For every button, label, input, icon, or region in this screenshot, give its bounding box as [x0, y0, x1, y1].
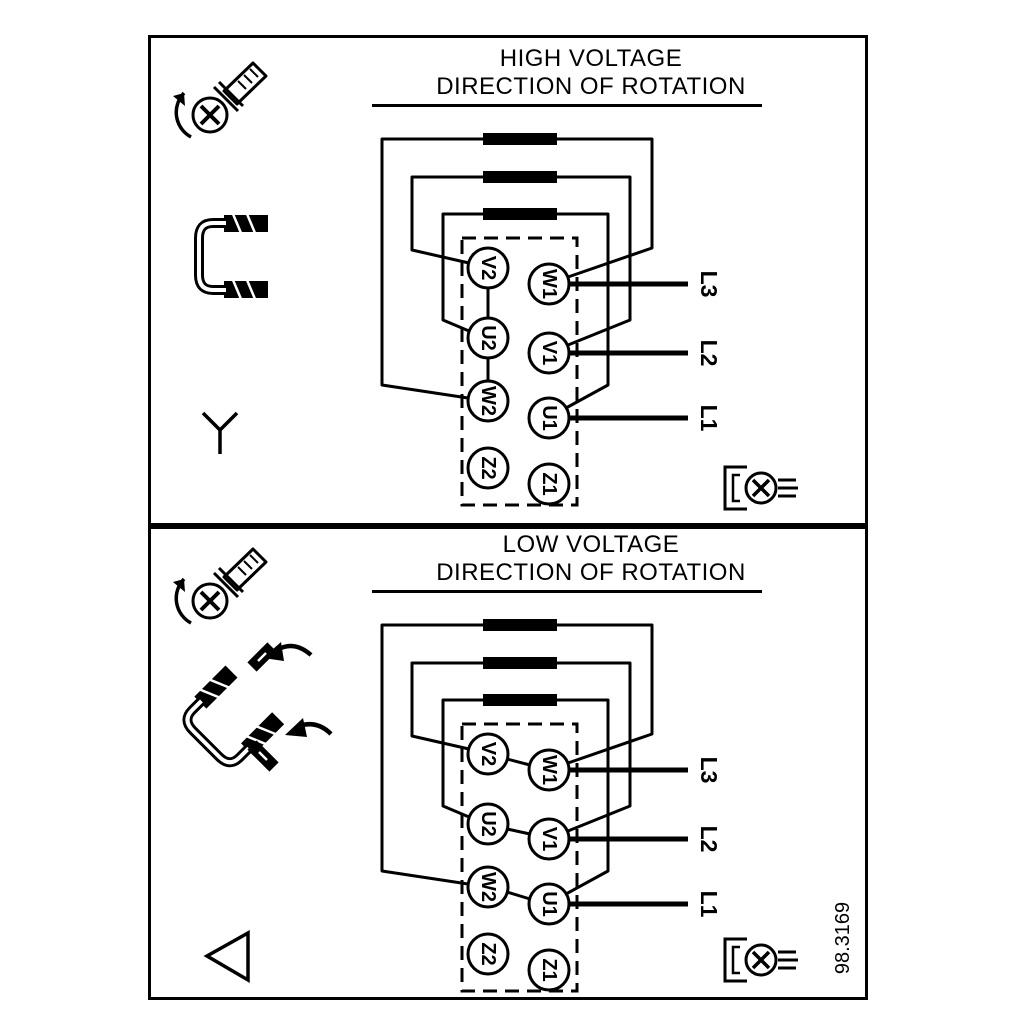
terminal-board-wiring — [382, 619, 688, 991]
title-underline — [372, 104, 762, 107]
terminal-labels: V2 U2 W2 Z2 W1 V1 U1 Z1 — [477, 742, 560, 982]
terminal-label-w1: W1 — [538, 755, 560, 785]
supply-line-labels: L3 L2 L1 — [696, 271, 722, 432]
title-underline — [372, 590, 762, 593]
ground-screw-icon — [723, 465, 800, 511]
panel-high-voltage: HIGH VOLTAGE DIRECTION OF ROTATION V2 U2… — [148, 35, 868, 526]
wire-jumper-angled-icon — [176, 642, 333, 774]
terminal-label-v1: V1 — [538, 827, 560, 851]
wire-jumper-straight-icon — [199, 214, 268, 299]
delta-symbol-icon — [203, 930, 250, 984]
terminal-board-wiring — [382, 133, 688, 505]
panel-subtitle: DIRECTION OF ROTATION — [436, 559, 746, 586]
screw-rotation-icon — [171, 547, 268, 625]
terminal-label-v1: V1 — [538, 341, 560, 365]
terminal-label-v2: V2 — [477, 256, 499, 280]
ground-screw-icon — [723, 937, 800, 983]
terminal-label-u1: U1 — [538, 891, 560, 917]
panel-title: LOW VOLTAGE — [503, 531, 680, 558]
drawing-number: 98.3169 — [832, 902, 854, 974]
supply-line-labels: L3 L2 L1 — [696, 757, 722, 918]
terminal-label-u2: U2 — [477, 325, 499, 351]
delta-links — [506, 757, 531, 901]
supply-label-l2: L2 — [696, 826, 722, 853]
terminal-label-u2: U2 — [477, 811, 499, 837]
terminal-label-w1: W1 — [538, 269, 560, 299]
supply-label-l2: L2 — [696, 340, 722, 367]
terminal-label-z2: Z2 — [477, 456, 499, 479]
supply-label-l1: L1 — [696, 405, 722, 432]
terminal-label-z2: Z2 — [477, 942, 499, 965]
terminal-label-w2: W2 — [477, 872, 499, 902]
terminal-label-u1: U1 — [538, 405, 560, 431]
star-symbol-icon — [201, 411, 239, 454]
panel-title: HIGH VOLTAGE — [500, 45, 682, 72]
terminal-label-z1: Z1 — [538, 958, 560, 981]
panel-low-voltage: LOW VOLTAGE DIRECTION OF ROTATION V2 U2 … — [148, 526, 868, 1000]
supply-label-l1: L1 — [696, 891, 722, 918]
terminal-label-z1: Z1 — [538, 472, 560, 495]
terminal-labels: V2 U2 W2 Z2 W1 V1 U1 Z1 — [477, 256, 560, 496]
terminal-label-v2: V2 — [477, 742, 499, 766]
supply-label-l3: L3 — [696, 271, 722, 298]
panel-subtitle: DIRECTION OF ROTATION — [436, 73, 746, 100]
terminal-label-w2: W2 — [477, 386, 499, 416]
supply-label-l3: L3 — [696, 757, 722, 784]
screw-rotation-icon — [171, 61, 268, 139]
